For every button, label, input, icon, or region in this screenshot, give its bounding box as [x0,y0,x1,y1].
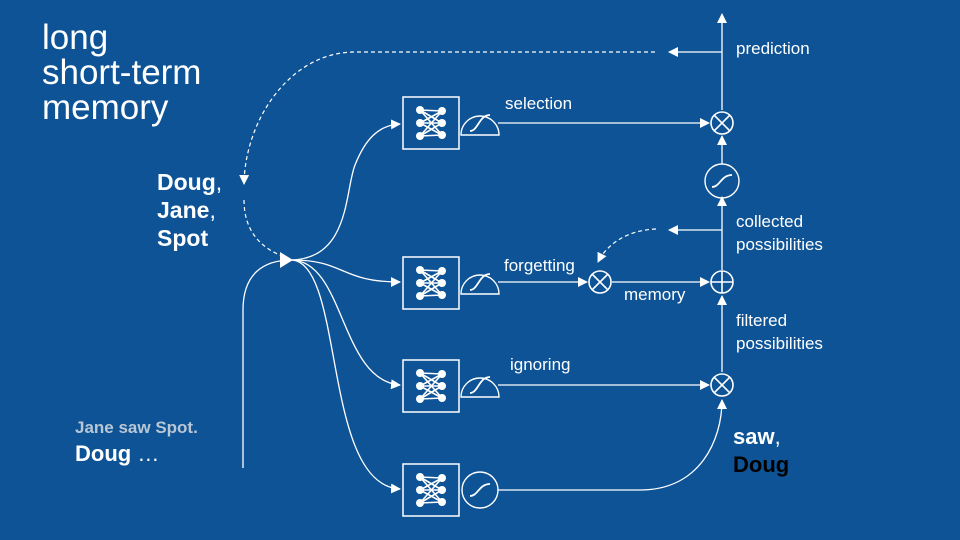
context-text: Jane saw Spot. [75,418,198,437]
sigmoid-icon [461,471,499,509]
title-line: long [42,18,109,57]
output-word: saw [733,424,775,449]
multiply-circle-icon [710,111,734,135]
sigmoid-icon [460,114,500,136]
neural-net-icon [402,463,460,517]
page-title: long short-term memory [42,20,201,125]
recurrence-merge [243,199,289,259]
neural-net-icon [402,359,460,413]
collected-label-line2: possibilities [736,235,823,254]
neural-net-icon [402,256,460,310]
prediction-recurrence [239,51,655,185]
branch-forgetting [291,259,401,287]
flow-lines [242,13,727,494]
branch-candidate [291,259,401,494]
multiply-circle-icon [588,270,612,294]
recurrent-lines [239,51,657,263]
plus-circle-icon [710,270,734,294]
merge-arrowhead [280,252,293,268]
candidate-word: Doug [157,169,216,195]
sigmoid-icon [460,376,500,398]
input-sentence: Jane saw Spot. Doug … [75,418,198,470]
neural-net-icon [402,96,460,150]
input-flow-line [242,259,293,468]
candidate-words: Doug, Jane, Spot [157,168,222,252]
word-separator: , [209,197,216,223]
branch-ignoring [291,259,401,390]
candidate-word: Spot [157,225,209,251]
output-words: saw, Doug [733,423,789,479]
forgetting-label: forgetting [504,256,575,275]
word-separator: , [215,169,223,195]
title-line: short-term [42,53,202,92]
memory-recurrence [597,228,657,263]
filtered-label-line1: filtered [736,311,787,330]
output-word: Doug [733,452,790,477]
current-word: Doug [75,441,132,466]
prediction-label: prediction [736,39,810,58]
collected-label-line1: collected [736,212,803,231]
word-separator: , [774,424,781,449]
ellipsis: … [131,441,160,466]
title-line: memory [42,88,169,127]
multiply-circle-icon [710,373,734,397]
sigmoid-icon [704,163,740,199]
selection-label: selection [505,94,572,113]
ignoring-label: ignoring [510,355,571,374]
sigmoid-icon [460,273,500,295]
candidate-word: Jane [157,197,210,223]
memory-label: memory [624,285,686,304]
filtered-label-line2: possibilities [736,334,823,353]
branch-selection [291,119,401,261]
candidate-flow [498,399,727,491]
